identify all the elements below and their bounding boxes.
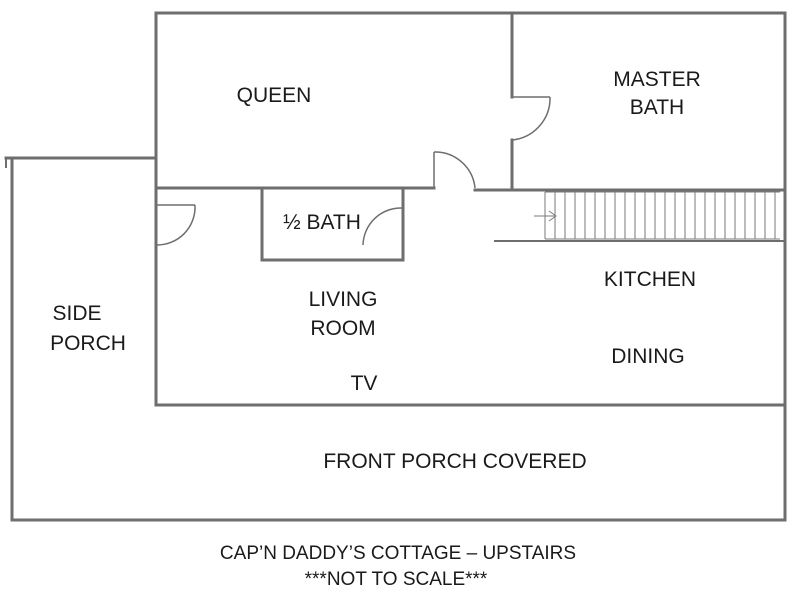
room-label-side-porch-line2: PORCH [50, 332, 126, 355]
porch-walls [4, 156, 787, 522]
staircase [534, 191, 780, 240]
room-label-front-porch: FRONT PORCH COVERED [323, 450, 586, 473]
door-half-bath [362, 207, 404, 246]
upper-rooms-walls [154, 11, 787, 192]
plan-caption-note: ***NOT TO SCALE*** [305, 569, 488, 590]
room-label-half-bath: ½ BATH [283, 211, 361, 234]
room-label-master-bath-line2: BATH [630, 96, 684, 119]
room-label-living-room-line1: LIVING [309, 288, 378, 311]
main-floor-walls [154, 186, 787, 407]
door-queen [433, 151, 476, 189]
room-label-master-bath-line1: MASTER [613, 68, 701, 91]
room-label-side-porch-line1: SIDE [52, 302, 101, 325]
room-label-dining: DINING [611, 345, 685, 368]
room-label-kitchen: KITCHEN [604, 268, 696, 291]
door-master-bath [511, 96, 551, 141]
room-label-living-room-line2: ROOM [310, 317, 375, 340]
room-label-queen: QUEEN [237, 84, 312, 107]
plan-caption-title: CAP’N DADDY’S COTTAGE – UPSTAIRS [220, 543, 576, 564]
room-label-tv: TV [351, 372, 378, 395]
door-side-porch [155, 204, 196, 246]
stair-arrow-icon [534, 210, 557, 222]
